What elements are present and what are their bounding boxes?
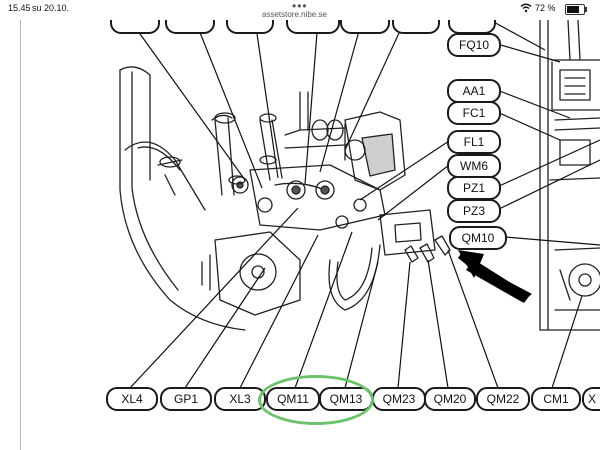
status-date: su 20.10. <box>32 3 70 13</box>
pointer-arrow-icon <box>458 250 532 303</box>
battery-percent: 72 % <box>535 3 556 13</box>
label-qm22: QM22 <box>476 387 530 411</box>
address-url[interactable]: assetstore.nibe.se <box>262 10 327 19</box>
highlight-ellipse <box>258 375 374 425</box>
label-aa1: AA1 <box>447 79 501 103</box>
label-fl1: FL1 <box>447 130 501 154</box>
page-edge <box>20 18 21 450</box>
label-qm20: QM20 <box>424 387 476 411</box>
label-x-cut: X <box>582 387 600 411</box>
label-xl4: XL4 <box>106 387 158 411</box>
label-qm10: QM10 <box>449 226 507 250</box>
more-dots-icon[interactable]: ••• <box>292 0 308 13</box>
label-gp1: GP1 <box>160 387 212 411</box>
label-fc1: FC1 <box>447 101 501 125</box>
status-bar: 15.45 su 20.10. ••• assetstore.nibe.se 7… <box>0 0 600 20</box>
status-time: 15.45 <box>8 3 31 13</box>
label-qm23: QM23 <box>372 387 426 411</box>
battery-level <box>567 6 579 13</box>
label-pz1: PZ1 <box>447 176 501 200</box>
wifi-icon <box>520 3 532 15</box>
label-pz3: PZ3 <box>447 199 501 223</box>
label-wm6: WM6 <box>447 154 501 178</box>
label-fq10: FQ10 <box>447 33 501 57</box>
label-cm1: CM1 <box>531 387 581 411</box>
battery-icon <box>565 4 587 15</box>
